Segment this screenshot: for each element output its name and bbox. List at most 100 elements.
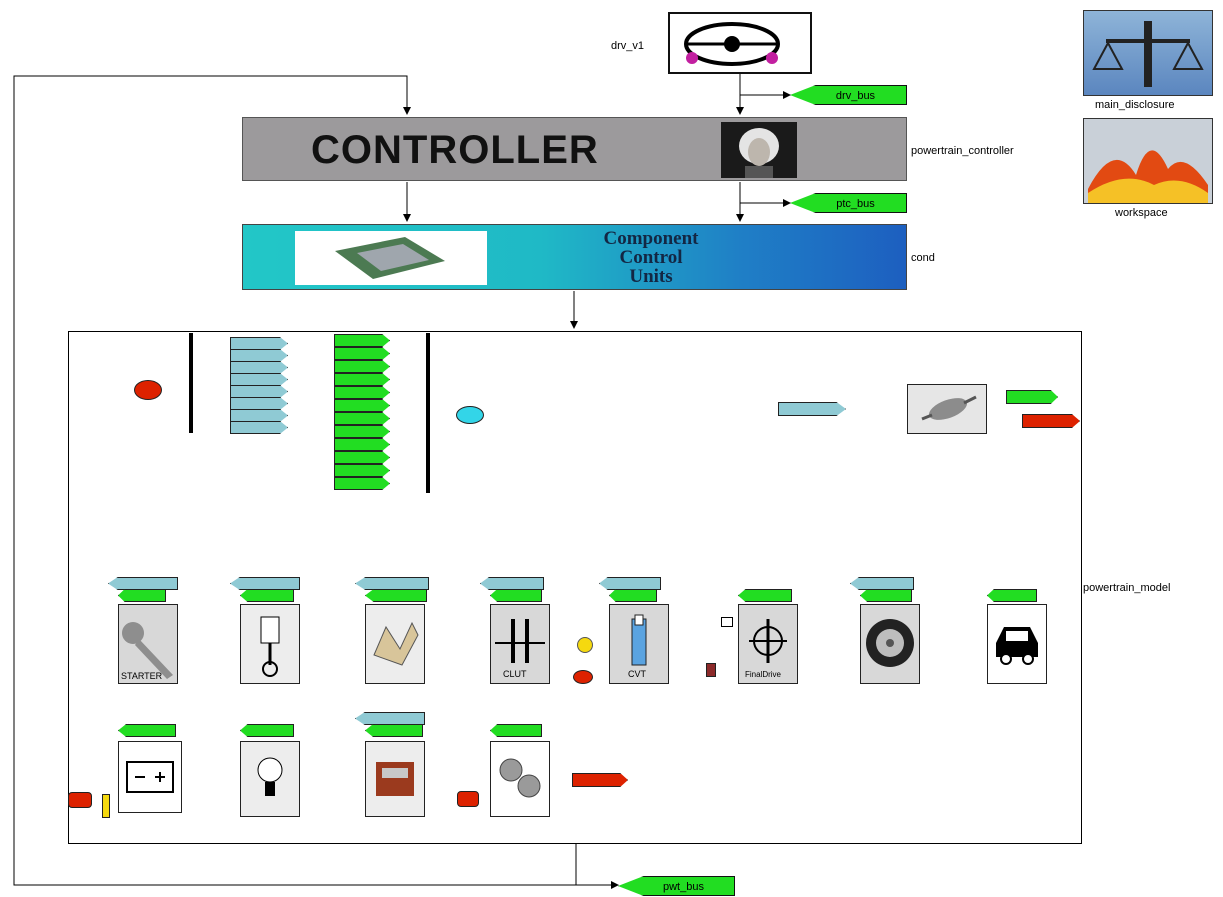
from-tag[interactable] xyxy=(334,386,390,399)
red-inport[interactable] xyxy=(457,791,479,807)
battery-icon xyxy=(119,742,181,812)
scales-of-justice-icon xyxy=(1084,11,1212,95)
goto-tag[interactable] xyxy=(230,409,288,422)
red-inport[interactable] xyxy=(134,380,162,400)
clutch-text: CLUT xyxy=(503,669,527,679)
battery-block[interactable] xyxy=(118,741,182,813)
ccu-title: Component Control Units xyxy=(561,229,741,286)
powertrain-model-label: powertrain_model xyxy=(1083,582,1170,594)
goto-tag[interactable] xyxy=(490,724,542,737)
from-tag[interactable] xyxy=(334,451,390,464)
goto-tag[interactable] xyxy=(355,577,429,590)
starter-text: STARTER xyxy=(121,671,163,681)
controller-block[interactable]: CONTROLLER xyxy=(242,117,907,181)
goto-tag[interactable] xyxy=(118,589,166,602)
from-tag[interactable] xyxy=(334,425,390,438)
goto-tag[interactable] xyxy=(230,421,288,434)
final-drive-icon: FinalDrive xyxy=(739,605,797,683)
from-tag[interactable] xyxy=(334,438,390,451)
clutch-icon: CLUT xyxy=(491,605,549,683)
workspace-block[interactable] xyxy=(1083,118,1213,204)
cyan-outport[interactable] xyxy=(456,406,484,424)
cvt-block[interactable]: CVT xyxy=(609,604,669,684)
goto-tag[interactable] xyxy=(230,349,288,362)
goto-tag[interactable] xyxy=(230,385,288,398)
exhaust-block[interactable] xyxy=(907,384,987,434)
gear-block[interactable] xyxy=(490,741,550,817)
goto-tag[interactable] xyxy=(480,577,544,590)
wheel-block[interactable] xyxy=(860,604,920,684)
goto-tag[interactable] xyxy=(230,361,288,374)
goto-tag[interactable] xyxy=(850,577,914,590)
key-icon: STARTER xyxy=(119,605,177,683)
goto-tag[interactable] xyxy=(987,589,1037,602)
from-tag[interactable] xyxy=(334,334,390,347)
muffler-icon xyxy=(908,385,986,433)
goto-tag[interactable] xyxy=(230,397,288,410)
main-disclosure-block[interactable] xyxy=(1083,10,1213,96)
goto-tag[interactable] xyxy=(240,724,294,737)
starter-block[interactable]: STARTER xyxy=(118,604,178,684)
goto-tag[interactable] xyxy=(230,337,288,350)
goto-tag[interactable] xyxy=(738,589,792,602)
vehicle-block[interactable] xyxy=(987,604,1047,684)
goto-tag[interactable] xyxy=(365,724,423,737)
crankshaft-icon xyxy=(366,605,424,683)
from-tag[interactable] xyxy=(334,464,390,477)
main-disclosure-label: main_disclosure xyxy=(1095,99,1174,111)
goto-tag[interactable] xyxy=(572,773,628,787)
red-inport[interactable] xyxy=(68,792,92,808)
bulb-icon xyxy=(241,742,299,816)
final-drive-block[interactable]: FinalDrive xyxy=(738,604,798,684)
engine-icon xyxy=(366,742,424,816)
final-drive-text: FinalDrive xyxy=(745,670,782,679)
microchip-icon xyxy=(295,231,487,285)
tire-icon xyxy=(861,605,919,683)
goto-tag[interactable] xyxy=(230,373,288,386)
sum-junction[interactable] xyxy=(577,637,593,653)
ccu-line-1: Component xyxy=(561,229,741,248)
goto-tag[interactable] xyxy=(599,577,661,590)
controller-label: powertrain_controller xyxy=(911,145,1014,157)
engine-block[interactable] xyxy=(240,604,300,684)
goto-tag[interactable] xyxy=(118,724,176,737)
goto-tag[interactable] xyxy=(108,577,178,590)
from-tag[interactable] xyxy=(334,360,390,373)
surface-plot-icon xyxy=(1084,119,1212,203)
piston-icon xyxy=(241,605,299,683)
goto-tag[interactable] xyxy=(490,589,542,602)
from-tag[interactable] xyxy=(334,399,390,412)
red-inport[interactable] xyxy=(573,670,593,684)
ccu-line-2: Control xyxy=(561,248,741,267)
goto-tag[interactable] xyxy=(609,589,657,602)
goto-tag[interactable] xyxy=(365,589,427,602)
inport-marker[interactable] xyxy=(721,617,733,627)
gain-block[interactable] xyxy=(706,663,716,677)
from-tag[interactable] xyxy=(334,412,390,425)
goto-tag[interactable] xyxy=(860,589,912,602)
from-tag[interactable] xyxy=(778,402,846,416)
component-control-units-block[interactable]: Component Control Units xyxy=(242,224,907,290)
goto-tag[interactable] xyxy=(230,577,300,590)
crankshaft-block[interactable] xyxy=(365,604,425,684)
goto-tag[interactable] xyxy=(1022,414,1080,428)
bus-selector-yellow[interactable] xyxy=(102,794,110,818)
from-tag[interactable] xyxy=(334,477,390,490)
ccu-line-3: Units xyxy=(561,267,741,286)
einstein-portrait-icon xyxy=(721,122,797,178)
cvt-icon: CVT xyxy=(610,605,668,683)
from-tag[interactable] xyxy=(334,347,390,360)
goto-tag[interactable] xyxy=(355,712,425,725)
alternator-block[interactable] xyxy=(240,741,300,817)
goto-tag[interactable] xyxy=(240,589,294,602)
steering-wheel-icon xyxy=(670,14,810,72)
driver-block[interactable] xyxy=(668,12,812,74)
from-tag[interactable] xyxy=(334,373,390,386)
workspace-label: workspace xyxy=(1115,207,1168,219)
goto-tag[interactable] xyxy=(1006,390,1058,404)
engine-block-2[interactable] xyxy=(365,741,425,817)
controller-title: CONTROLLER xyxy=(311,128,599,173)
bus-creator-bar xyxy=(426,333,430,493)
clutch-block[interactable]: CLUT xyxy=(490,604,550,684)
driver-block-label: drv_v1 xyxy=(611,40,644,52)
